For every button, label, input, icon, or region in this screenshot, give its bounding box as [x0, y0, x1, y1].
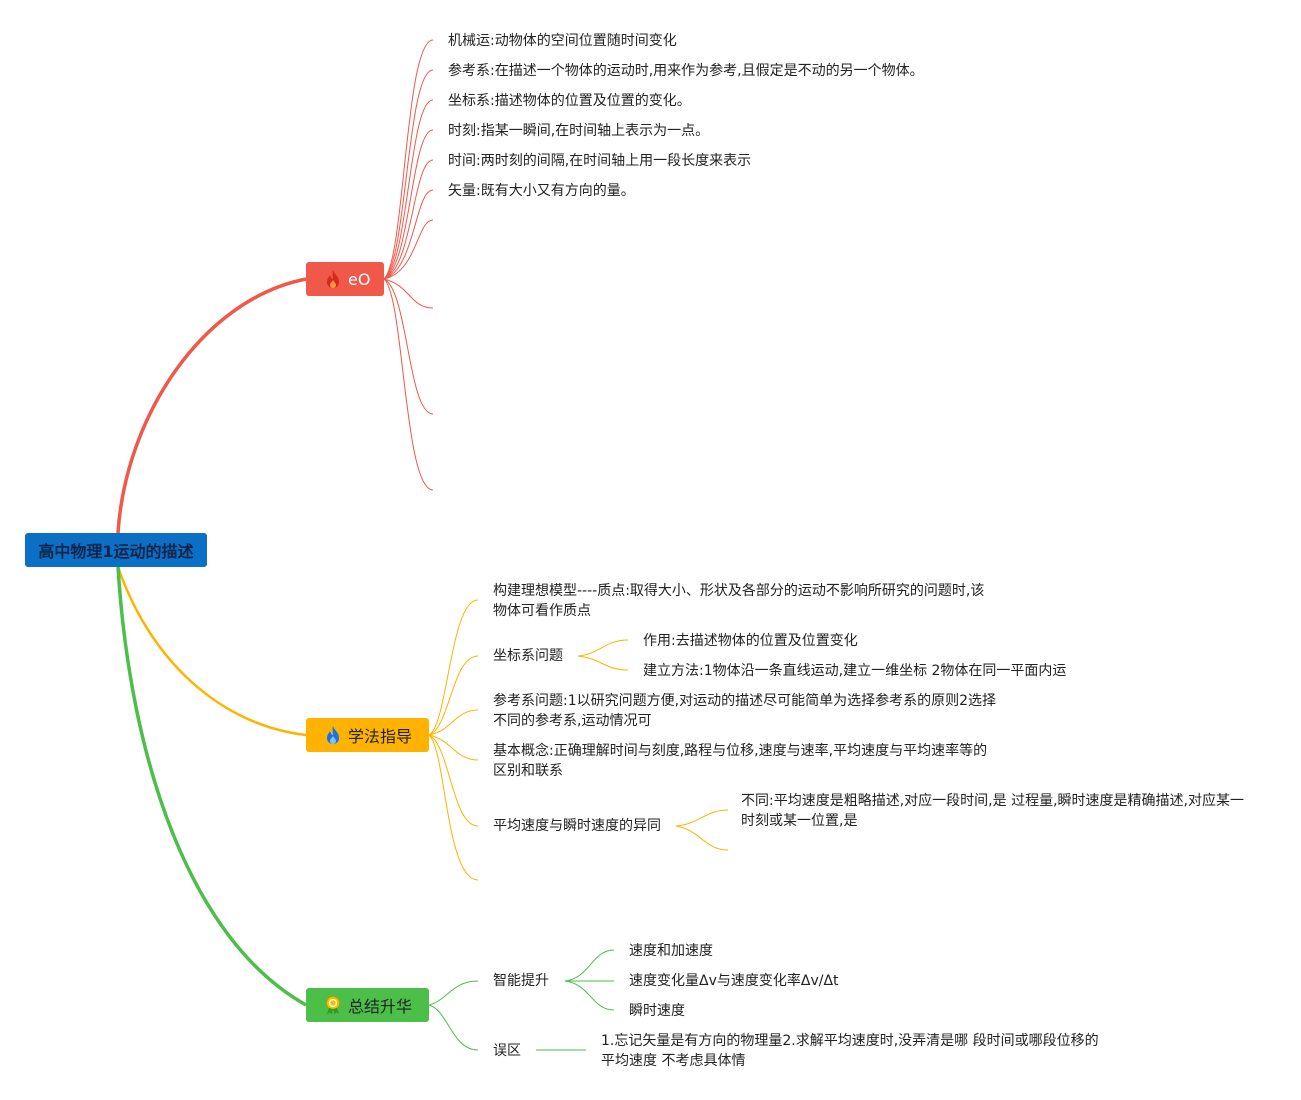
leaf-velocity-acceleration[interactable]: 速度和加速度 — [629, 943, 713, 959]
leaf-reference-problem[interactable]: 参考系问题:1以研究问题方便,对运动的描述尽可能简单为选择参考系的原则2选择不同… — [493, 693, 996, 729]
leaf-coord-purpose[interactable]: 作用:去描述物体的位置及位置变化 — [643, 633, 858, 649]
leaf-instant-velocity[interactable]: 瞬时速度 — [629, 1003, 685, 1019]
leaf-reference-frame[interactable]: 参考系:在描述一个物体的运动时,用来作为参考,且假定是不动的另一个物体。 — [448, 63, 924, 79]
leaf-basic-concepts[interactable]: 基本概念:正确理解时间与刻度,路程与位移,速度与速率,平均速度与平均速率等的区别… — [493, 743, 988, 779]
leaf-mechanical-motion[interactable]: 机械运:动物体的空间位置随时间变化 — [448, 33, 677, 49]
medal-icon — [324, 995, 342, 1015]
leaf-difference[interactable]: 不同:平均速度是粗略描述,对应一段时间,是 过程量,瞬时速度是精确描述,对应某一… — [741, 793, 1244, 829]
root-label: 高中物理1运动的描述 — [38, 542, 194, 561]
subnode-coordinate-problem[interactable]: 坐标系问题 — [493, 648, 563, 664]
branch-label: 学法指导 — [348, 727, 413, 746]
leaf-misconception-detail[interactable]: 1.忘记矢量是有方向的物理量2.求解平均速度时,没弄清是哪 段时间或哪段位移的平… — [601, 1033, 1099, 1069]
branch-node-study-method[interactable]: 学法指导 — [306, 718, 429, 752]
flame-icon — [324, 269, 342, 289]
branch-label: eO — [348, 269, 371, 289]
leaf-moment[interactable]: 时刻:指某一瞬间,在时间轴上表示为一点。 — [448, 123, 710, 139]
leaf-ideal-model[interactable]: 构建理想模型----质点:取得大小、形状及各部分的运动不影响所研究的问题时,该物… — [493, 583, 985, 619]
branch-node-summary[interactable]: 总结升华 — [306, 988, 429, 1022]
branch-label: 总结升华 — [348, 997, 413, 1016]
subnode-average-vs-instant[interactable]: 平均速度与瞬时速度的异同 — [493, 818, 661, 834]
subnode-skill-improvement[interactable]: 智能提升 — [493, 973, 549, 989]
leaf-vector[interactable]: 矢量:既有大小又有方向的量。 — [448, 183, 635, 199]
flame-icon — [324, 725, 342, 745]
branch-node-definitions[interactable]: eO — [306, 262, 384, 296]
root-node[interactable]: 高中物理1运动的描述 — [25, 533, 207, 567]
leaf-velocity-change[interactable]: 速度变化量Δv与速度变化率Δv/Δt — [629, 973, 839, 989]
leaf-coord-method[interactable]: 建立方法:1物体沿一条直线运动,建立一维坐标 2物体在同一平面内运 — [643, 663, 1067, 679]
leaf-time-interval[interactable]: 时间:两时刻的间隔,在时间轴上用一段长度来表示 — [448, 153, 752, 169]
subnode-misconceptions[interactable]: 误区 — [493, 1043, 521, 1059]
leaf-coordinate-system[interactable]: 坐标系:描述物体的位置及位置的变化。 — [448, 93, 691, 109]
